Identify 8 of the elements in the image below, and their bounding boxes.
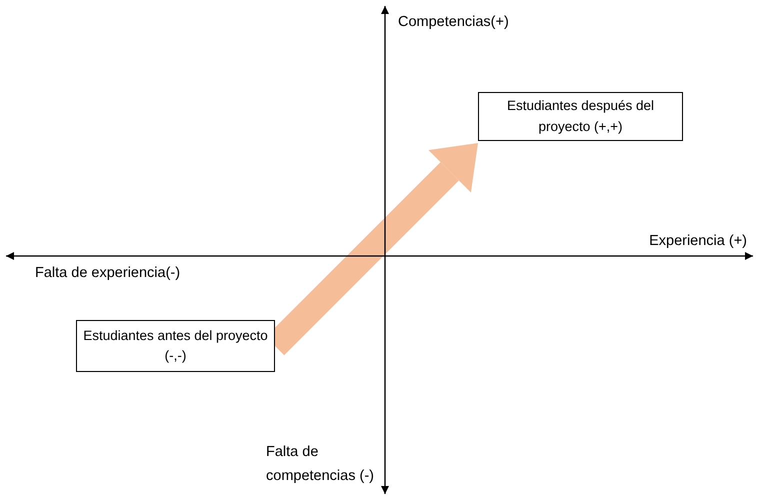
box-text: Estudiantes antes del proyecto (-,-) [83,326,268,365]
axis-label: Falta de experiencia(-) [35,264,182,283]
text-box [478,92,683,141]
text-box [76,320,275,372]
box-text: Estudiantes después del proyecto (+,+) [506,97,656,136]
axis-label: Experiencia (+) [648,232,747,251]
axis-label: Competencias(+) [398,13,510,32]
axis-label: Falta de competencias (-) [266,443,375,486]
